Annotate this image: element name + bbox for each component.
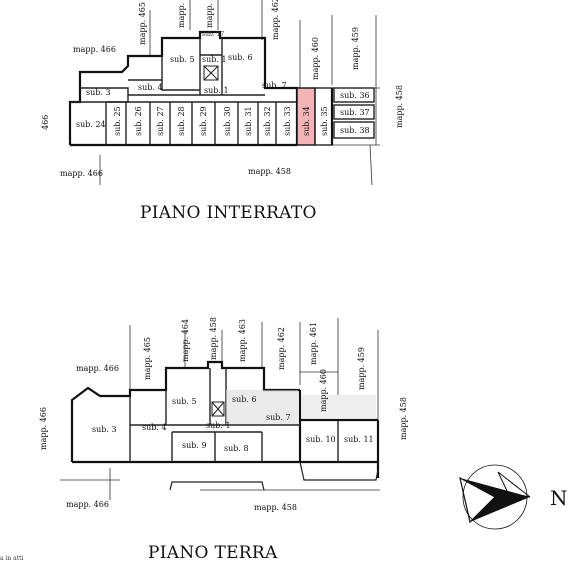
label-sub-38: sub. 38 — [340, 126, 370, 135]
lift-symbol — [211, 401, 225, 417]
label-sub-28: sub. 28 — [177, 106, 186, 136]
label-mapp-466: mapp. 466 — [76, 364, 119, 373]
label-sub-31: sub. 31 — [244, 106, 253, 136]
shaded-area — [226, 390, 298, 424]
label-sub-32: sub. 32 — [263, 106, 272, 136]
label-mapp-465: mapp. 465 — [138, 2, 147, 45]
compass-needle — [497, 471, 531, 498]
label-mapp-466-left: mapp. 466 — [39, 407, 48, 450]
compass-needle — [460, 478, 530, 497]
boundary-line — [369, 144, 373, 186]
label-mapp-458-right: mapp. 458 — [395, 85, 404, 128]
label-mapp-466: mapp. 466 — [73, 45, 116, 54]
label-mapp-459: mapp. 459 — [357, 347, 366, 390]
label-sub-30: sub. 30 — [223, 106, 232, 136]
plan-terra: mapp. 466 mapp. 466 mapp. 466 mapp. 465 … — [39, 317, 408, 562]
label-sub-1: sub. 1 — [202, 55, 227, 64]
plan-interrato: mapp. 466 466 mapp. 466 mapp. 465 mapp. … — [41, 0, 404, 223]
compass-needle — [470, 497, 530, 522]
label-sub-29: sub. 29 — [199, 106, 208, 136]
label-mapp-466-left: 466 — [41, 115, 50, 130]
label-sub-26: sub. 26 — [134, 106, 143, 136]
label-mapp-459: mapp. 459 — [351, 27, 360, 70]
label-sub-5: sub. 5 — [172, 397, 197, 406]
north-arrow: N — [459, 464, 568, 530]
label-mapp-460: mapp. 460 — [311, 37, 320, 80]
label-sub-3: sub. 3 — [92, 425, 117, 434]
label-mapp-458-bottom: mapp. 458 — [254, 503, 297, 512]
label-mapp-462: mapp. 462 — [277, 327, 286, 370]
label-sub-11: sub. 11 — [344, 435, 374, 444]
label-sub-35: sub. 35 — [320, 106, 329, 136]
lift-symbol — [203, 65, 219, 81]
label-mapp-464: mapp. 464 — [177, 0, 186, 28]
label-mapp-460: mapp. 460 — [319, 369, 328, 412]
north-label: N — [550, 486, 568, 510]
label-mapp-461: mapp. 461 — [309, 322, 318, 365]
outer-wall — [70, 360, 300, 462]
label-sub-24: sub. 24 — [76, 120, 106, 129]
label-sub-6: sub. 6 — [228, 53, 253, 62]
title-piano-terra: PIANO TERRA — [148, 543, 278, 562]
shaded-area — [302, 395, 376, 419]
label-mapp-463: mapp. 463 — [205, 0, 214, 28]
label-sub-9: sub. 9 — [182, 441, 207, 450]
label-sub-33: sub. 33 — [283, 106, 292, 136]
box-sub-38 — [333, 121, 375, 139]
label-mapp-463: mapp. 463 — [238, 319, 247, 362]
label-mapp-464: mapp. 464 — [181, 319, 190, 362]
box-sub-37 — [333, 104, 375, 120]
lift-symbol — [211, 401, 225, 417]
label-mapp-465: mapp. 465 — [143, 337, 152, 380]
porch — [299, 461, 379, 481]
porch — [169, 481, 265, 491]
label-sub-8: sub. 8 — [224, 444, 249, 453]
label-sub-4: sub. 4 — [138, 83, 163, 92]
label-mapp-458-top: mapp. 458 — [209, 317, 218, 360]
label-sub-3: sub. 3 — [86, 88, 111, 97]
label-sub-27: sub. 27 — [156, 106, 165, 136]
label-sub-6: sub. 6 — [232, 395, 257, 404]
label-sub-1: sub. 1 — [206, 421, 231, 430]
label-sub-10: sub. 10 — [306, 435, 336, 444]
label-mapp-466-bottom: mapp. 466 — [60, 169, 103, 178]
label-sub-1-corridor: sub. 1 — [204, 86, 229, 95]
label-sub-37: sub. 37 — [340, 108, 370, 117]
label-sub-4: sub. 4 — [142, 423, 167, 432]
label-mapp-458-right: mapp. 458 — [399, 397, 408, 440]
outer-wall — [68, 30, 299, 145]
inner-wall — [128, 56, 163, 81]
inner-wall — [161, 80, 200, 91]
label-mapp-466-bottom: mapp. 466 — [66, 500, 109, 509]
label-sub-17: sub. 17 — [202, 31, 224, 38]
lift-symbol — [203, 65, 219, 81]
label-sub-34: sub. 34 — [302, 106, 311, 136]
label-mapp-458-bottom: mapp. 458 — [248, 167, 291, 176]
label-sub-25: sub. 25 — [113, 106, 122, 136]
title-piano-interrato: PIANO INTERRATO — [140, 203, 317, 223]
footnote: a in atti — [0, 555, 24, 562]
label-sub-5: sub. 5 — [170, 55, 195, 64]
label-sub-7: sub. 7 — [266, 413, 291, 422]
label-mapp-462: mapp. 462 — [271, 0, 280, 40]
label-sub-7: sub. 7 — [262, 81, 287, 90]
box-sub-36 — [333, 87, 375, 103]
label-sub-36: sub. 36 — [340, 91, 370, 100]
